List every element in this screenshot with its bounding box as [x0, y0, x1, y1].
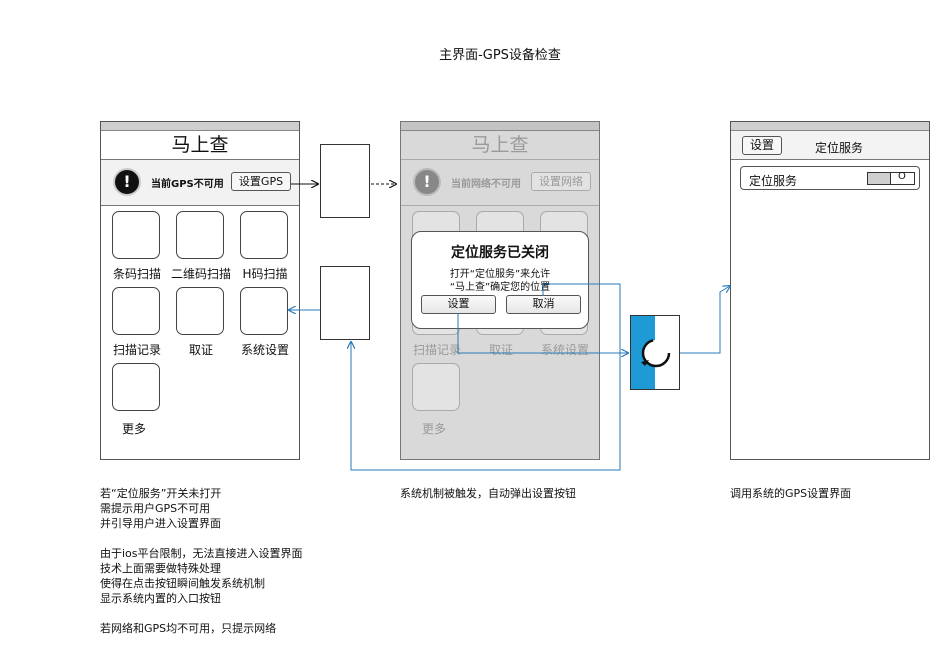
left-notes: 若“定位服务”开关未打开 需提示用户GPS不可用 并引导用户进入设置界面 由于i…	[100, 486, 303, 636]
screen3-phone: 设置 定位服务 定位服务 O	[730, 121, 930, 460]
back-settings-button[interactable]: 设置	[742, 136, 782, 155]
right-note: 调用系统的GPS设置界面	[730, 487, 852, 500]
tile-label: 取证	[188, 343, 213, 357]
app-title: 马上查	[171, 134, 229, 156]
warning-icon: !	[413, 168, 441, 196]
note-line	[100, 606, 303, 621]
tile-label: 二维码扫描	[170, 267, 231, 281]
intermediate-box-top	[320, 144, 370, 218]
dialog-cancel-button[interactable]: 取消	[506, 295, 581, 314]
page-title: 主界面-GPS设备检查	[439, 48, 561, 63]
note-line: 并引导用户进入设置界面	[100, 517, 221, 530]
location-toggle[interactable]: O	[867, 171, 915, 185]
tile-label: 更多	[121, 422, 146, 436]
faded-tile	[412, 363, 460, 411]
note-line: 显示系统内置的入口按钮	[100, 592, 221, 605]
set-gps-button[interactable]: 设置GPS	[231, 172, 291, 191]
note-line	[100, 531, 303, 546]
divider	[101, 205, 299, 206]
app-title: 马上查	[471, 134, 529, 156]
tile-label: 更多	[421, 422, 446, 436]
dialog-message-line2: “马上查”确定您的位置	[449, 282, 551, 293]
more-tile[interactable]	[112, 363, 160, 411]
connector-loading-to-screen3	[680, 286, 730, 354]
set-network-button[interactable]: 设置网络	[531, 172, 591, 191]
divider	[401, 205, 599, 206]
warning-icon: !	[113, 168, 141, 196]
tile-label: 扫描记录	[112, 343, 161, 357]
tile-label: 系统设置	[540, 343, 589, 357]
note-line: 需提示用户GPS不可用	[100, 502, 211, 515]
scan-history-tile[interactable]	[112, 287, 160, 335]
divider	[731, 159, 929, 160]
refresh-icon	[641, 338, 671, 368]
middle-note: 系统机制被触发，自动弹出设置按钮	[400, 487, 576, 500]
status-bar	[731, 122, 929, 131]
dialog-settings-button[interactable]: 设置	[421, 295, 496, 314]
toggle-off-part	[868, 173, 891, 184]
divider	[101, 159, 299, 160]
dialog-title: 定位服务已关闭	[451, 245, 549, 261]
alert-text: 当前GPS不可用	[151, 179, 224, 190]
system-settings-tile[interactable]	[240, 287, 288, 335]
alert-bar: ! 当前网络不可用 设置网络	[401, 160, 599, 205]
nav-title: 定位服务	[815, 141, 864, 155]
barcode-scan-tile[interactable]	[112, 211, 160, 259]
note-line: 若网络和GPS均不可用，只提示网络	[100, 622, 277, 635]
location-services-dialog: 定位服务已关闭 打开“定位服务”来允许 “马上查”确定您的位置 设置 取消	[411, 231, 589, 329]
status-bar	[401, 122, 599, 131]
tile-label: 条码扫描	[112, 267, 161, 281]
screen1-phone: 马上查 ! 当前GPS不可用 设置GPS 条码扫描 二维码扫描 H码扫描 扫描记…	[100, 121, 300, 460]
note-line: 若“定位服务”开关未打开	[100, 487, 222, 500]
tile-label: 系统设置	[240, 343, 289, 357]
evidence-tile[interactable]	[176, 287, 224, 335]
status-bar	[101, 122, 299, 131]
intermediate-box-bottom	[320, 266, 370, 340]
toggle-text: O	[898, 171, 906, 182]
loading-transition-graphic	[630, 315, 680, 390]
alert-bar: ! 当前GPS不可用 设置GPS	[101, 160, 299, 205]
note-line: 使得在点击按钮瞬间触发系统机制	[100, 577, 265, 590]
alert-text: 当前网络不可用	[451, 179, 521, 190]
row-label: 定位服务	[749, 174, 798, 188]
dialog-message-line1: 打开“定位服务”来允许	[449, 269, 551, 280]
qrcode-scan-tile[interactable]	[176, 211, 224, 259]
tile-label: H码扫描	[242, 267, 288, 281]
location-services-row: 定位服务 O	[740, 166, 920, 190]
note-line: 由于ios平台限制，无法直接进入设置界面	[100, 547, 303, 560]
divider	[401, 159, 599, 160]
note-line: 技术上面需要做特殊处理	[100, 562, 221, 575]
hcode-scan-tile[interactable]	[240, 211, 288, 259]
